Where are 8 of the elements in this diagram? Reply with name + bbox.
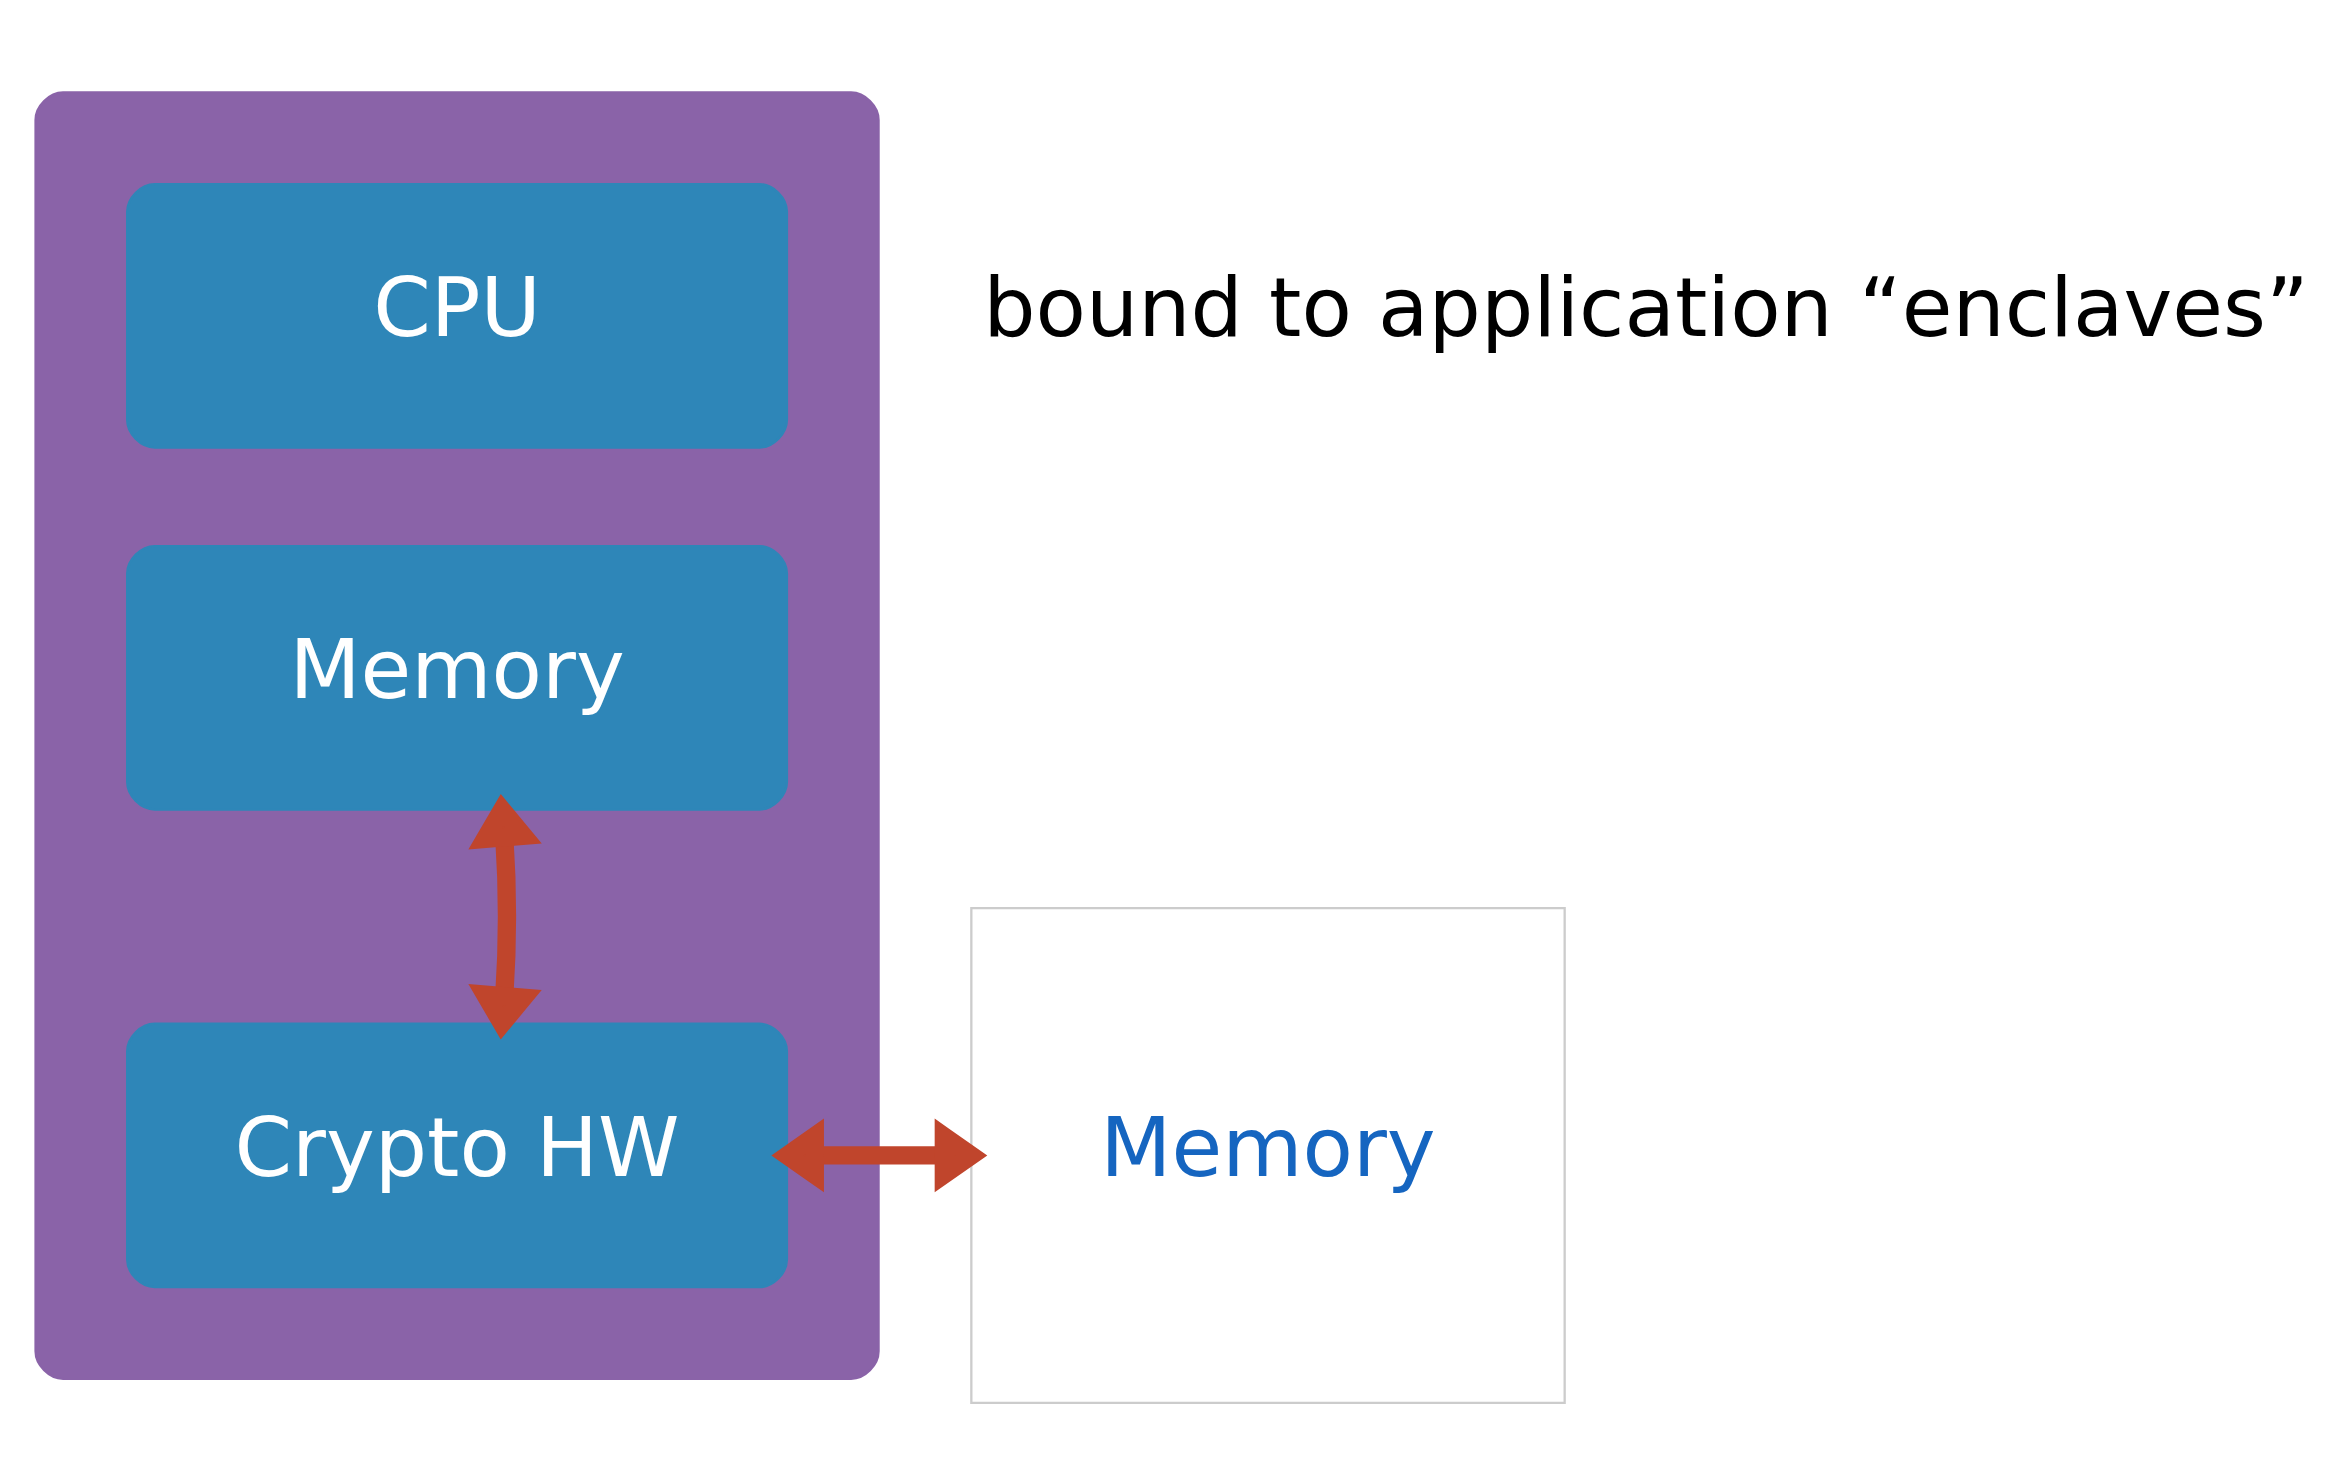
node-box: Memory xyxy=(126,544,789,811)
cluster xyxy=(34,90,880,1380)
arrow xyxy=(771,1118,988,1192)
node-box: CPU xyxy=(126,182,789,449)
node-box: Crypto HW xyxy=(126,1022,789,1288)
label: bound to application “enclaves” xyxy=(983,258,2309,355)
arrow xyxy=(468,793,542,1039)
node-box: Memory xyxy=(970,906,1566,1404)
